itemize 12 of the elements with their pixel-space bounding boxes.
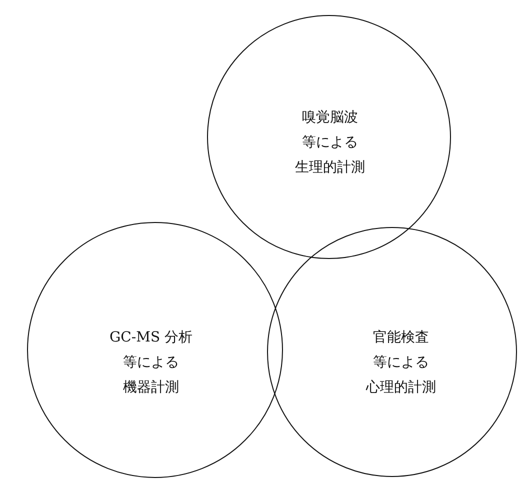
venn-circle	[267, 227, 517, 477]
circle-label: 等による	[373, 354, 429, 372]
circle-label: 機器計測	[123, 378, 179, 398]
circle-label: 心理的計測	[366, 378, 436, 398]
circle-label: 等による	[123, 354, 179, 372]
venn-circle	[27, 222, 283, 478]
venn-circle	[207, 15, 451, 259]
circle-label: 嗅覚脳波	[302, 108, 358, 128]
circle-label: 生理的計測	[295, 158, 365, 178]
circle-label: 等による	[302, 134, 358, 152]
circle-label: 官能検査	[373, 328, 429, 348]
circle-label: GC-MS 分析	[110, 328, 192, 348]
